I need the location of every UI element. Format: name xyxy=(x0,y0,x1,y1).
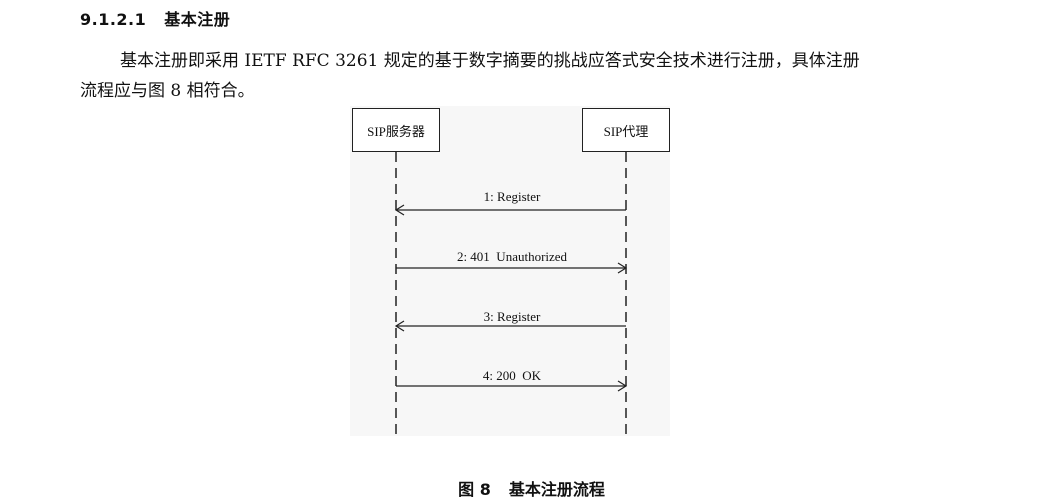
section-heading: 9.1.2.1 基本注册 xyxy=(80,6,230,30)
section-number: 9.1.2.1 xyxy=(80,10,147,29)
arrowhead-1 xyxy=(394,204,405,216)
body-paragraph-line-2: 流程应与图 8 相符合。 xyxy=(80,81,255,101)
participant-sip-proxy: SIP代理 xyxy=(582,108,670,152)
section-title: 基本注册 xyxy=(164,10,231,29)
arrowhead-4 xyxy=(617,380,628,392)
sequence-diagram-lines xyxy=(394,152,628,436)
figure-number: 图 8 xyxy=(458,480,491,499)
body-paragraph-line-1: 基本注册即采用 IETF RFC 3261 规定的基于数字摘要的挑战应答式安全技… xyxy=(120,51,860,71)
message-label-1: 1: Register xyxy=(483,189,541,204)
arrowhead-3 xyxy=(394,320,405,332)
diagram-background xyxy=(350,106,670,436)
message-label-2: 2: 401 Unauthorized xyxy=(456,249,568,264)
arrowhead-2 xyxy=(617,262,628,274)
figure-title: 基本注册流程 xyxy=(508,480,605,499)
figure-caption: 图 8 基本注册流程 xyxy=(0,476,1063,500)
sequence-diagram: SIP服务器 SIP代理 1: Register 2: 401 Unauthor… xyxy=(340,104,680,444)
participant-sip-server: SIP服务器 xyxy=(352,108,440,152)
message-label-3: 3: Register xyxy=(483,309,541,324)
message-label-4: 4: 200 OK xyxy=(482,368,542,383)
